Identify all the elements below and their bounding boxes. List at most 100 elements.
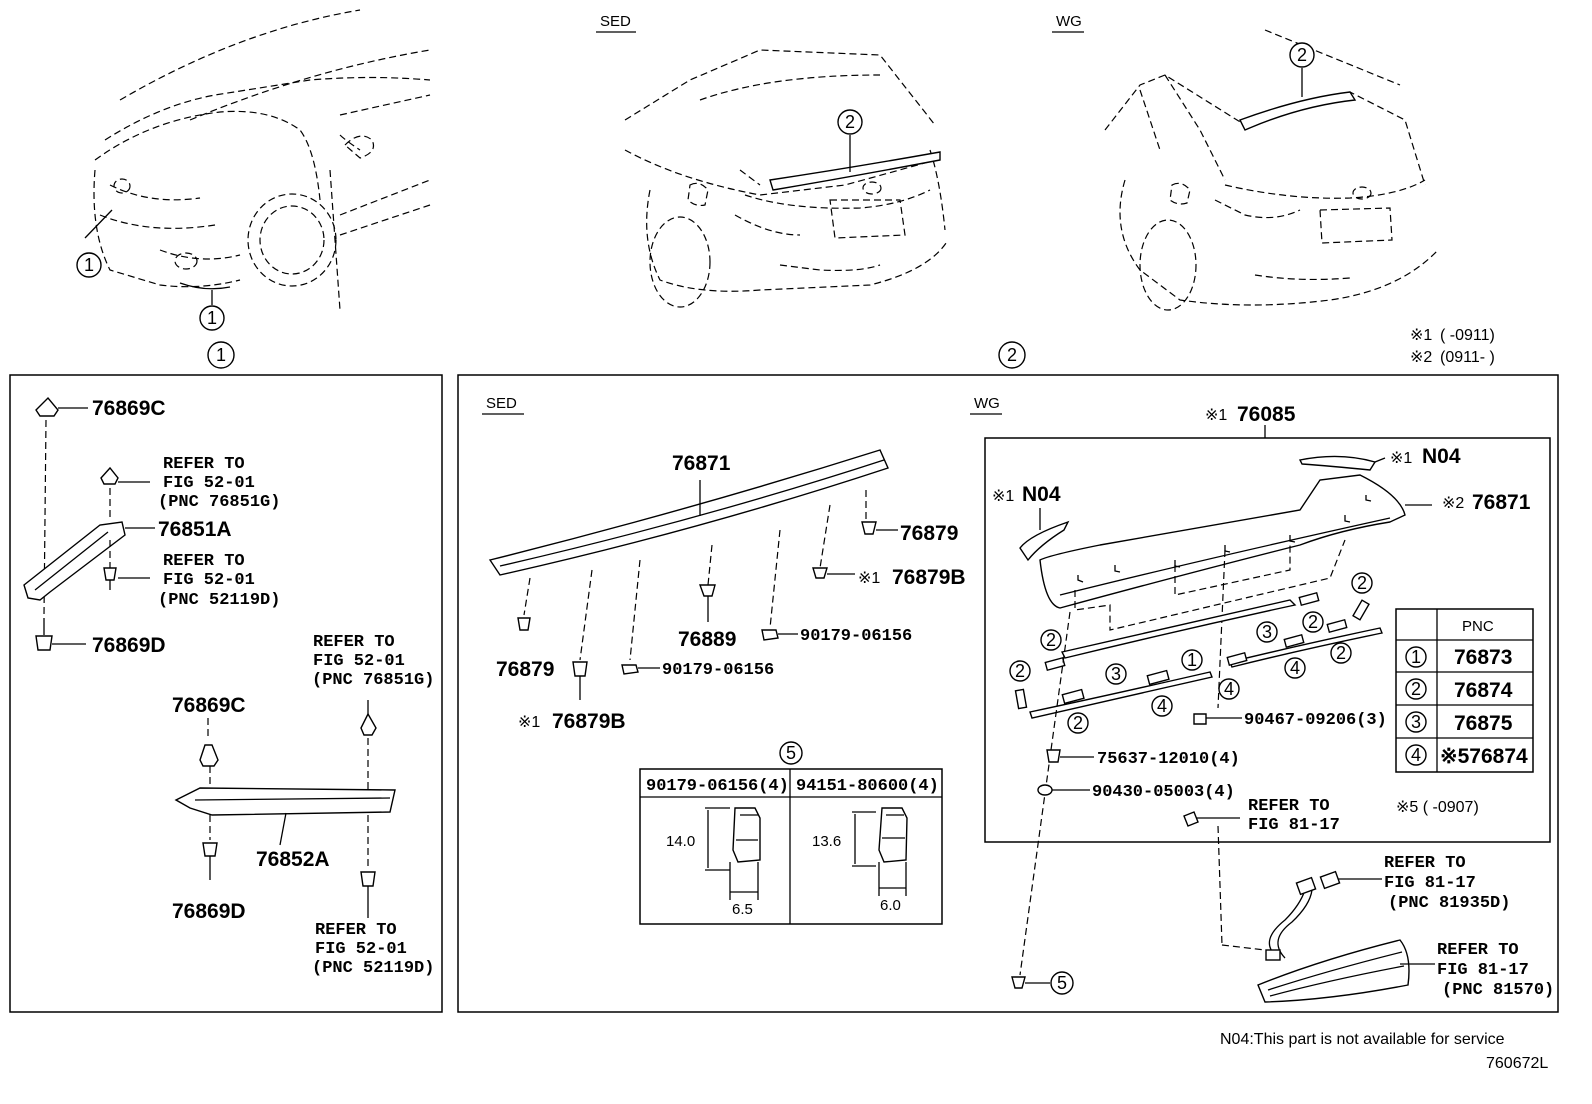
part-76085: 76085 (1237, 403, 1296, 426)
wg-circled-numbers: 2 2 3 2 4 1 2 2 3 4 4 2 (1009, 572, 1373, 734)
svg-text:2: 2 (1336, 643, 1346, 663)
svg-text:5: 5 (786, 743, 796, 763)
note-5: ※5 ( -0907) (1396, 799, 1479, 816)
callout-1-front-bottom: 1 (199, 305, 225, 331)
svg-text:1: 1 (1411, 647, 1421, 667)
detail-col1-dim-h: 14.0 (666, 833, 695, 850)
wg-refer-2-line-1: REFER TO (1384, 854, 1466, 873)
svg-text:4: 4 (1224, 679, 1234, 699)
part-90467-09206: 90467-09206(3) (1244, 711, 1387, 730)
refer-4-line-1: REFER TO (315, 921, 397, 940)
svg-text:2: 2 (1357, 573, 1367, 593)
wg-refer-3-line-1: REFER TO (1437, 941, 1519, 960)
refer-1-line-1: REFER TO (163, 455, 245, 474)
refer-1-line-2: FIG 52-01 (163, 474, 255, 493)
part-76851a: 76851A (158, 518, 232, 541)
callout-5-detail: 5 (779, 741, 803, 765)
wg-refer-2-line-2: FIG 81-17 (1384, 874, 1476, 893)
pnc-row-1: 1 76873 (1405, 646, 1512, 669)
svg-text:2: 2 (1308, 612, 1318, 632)
svg-text:1: 1 (207, 308, 217, 328)
part-90179-06156-right: 90179-06156 (800, 627, 912, 646)
note-1-mark-76879b-right: ※1 (858, 570, 880, 587)
detail-col1-dim-w: 6.5 (732, 901, 753, 918)
svg-text:4: 4 (1290, 658, 1300, 678)
note-2-range: (0911- ) (1440, 349, 1495, 366)
svg-text:3: 3 (1262, 622, 1272, 642)
detail-5-table: 90179-06156(4) 94151-80600(4) 14.0 6.5 1… (639, 768, 943, 925)
part-76869d-bottom: 76869D (172, 900, 246, 923)
wg-refer-1-line-2: FIG 81-17 (1248, 816, 1340, 835)
panel-1-frame (9, 374, 443, 1013)
sedan-rear-view (624, 49, 949, 308)
refer-3-line-2: FIG 52-01 (313, 652, 405, 671)
svg-text:2: 2 (1297, 45, 1307, 65)
callout-2-wagon: 2 (1289, 42, 1315, 68)
section-callout-2: 2 (998, 341, 1026, 369)
wg-assembly-frame (984, 437, 1551, 843)
pnc-row-3-value: 76875 (1454, 712, 1513, 735)
wg-part-labels: ※1 N04 ※1 N04 ※2 76871 90467-09206(3) 75… (992, 445, 1531, 802)
refer-4-line-2: FIG 52-01 (315, 940, 407, 959)
wg-refer-3-line-3: (PNC 81570) (1442, 981, 1554, 1000)
note-1-mark-76879b-left: ※1 (518, 714, 540, 731)
svg-text:5: 5 (1057, 973, 1067, 993)
callout-1-front-left: 1 (76, 252, 102, 278)
wg-refers-art (1011, 811, 1435, 1003)
refer-2-line-3: (PNC 52119D) (158, 591, 280, 610)
part-76869c-bottom: 76869C (172, 694, 246, 717)
refer-1-line-3: (PNC 76851G) (158, 493, 280, 512)
svg-text:2: 2 (1007, 345, 1017, 365)
panel-2-wg-tag: WG (974, 395, 1000, 412)
part-n04-left: N04 (1022, 483, 1061, 506)
note-2-mark: ※2 (1410, 349, 1432, 366)
part-76852a: 76852A (256, 848, 330, 871)
part-90179-06156-left: 90179-06156 (662, 661, 774, 680)
wg-spoiler-art (1014, 455, 1432, 976)
note-1-mark-n04-right: ※1 (1390, 450, 1412, 467)
part-76879b-right: 76879B (892, 566, 966, 589)
svg-text:2: 2 (1073, 713, 1083, 733)
svg-text:3: 3 (1111, 664, 1121, 684)
sed-spoiler-art (488, 449, 898, 700)
wg-view-tag: WG (1056, 13, 1082, 30)
sed-view-tag: SED (600, 13, 631, 30)
pnc-table: PNC 1 76873 2 76874 3 76875 4 ※576874 (1395, 608, 1534, 773)
panel-2-frame (457, 374, 1559, 1013)
refer-3-line-3: (PNC 76851G) (312, 671, 434, 690)
wg-refer-3-line-2: FIG 81-17 (1437, 961, 1529, 980)
part-76869c-top: 76869C (92, 397, 166, 420)
svg-text:4: 4 (1411, 745, 1421, 765)
front-car-view (84, 9, 431, 311)
part-75637-12010: 75637-12010(4) (1097, 750, 1240, 769)
svg-text:1: 1 (84, 255, 94, 275)
part-76869d-top: 76869D (92, 634, 166, 657)
part-76889: 76889 (678, 628, 736, 651)
wagon-rear-view (1104, 29, 1439, 311)
callout-2-sedan: 2 (837, 109, 863, 135)
refer-3-line-1: REFER TO (313, 633, 395, 652)
detail-col1-header: 90179-06156(4) (646, 777, 789, 796)
detail-col2-dim-w: 6.0 (880, 897, 901, 914)
footer-figure-id: 760672L (1486, 1055, 1548, 1072)
part-76871-sed: 76871 (672, 452, 731, 475)
pnc-row-4: 4 ※576874 (1405, 744, 1528, 768)
refer-2-line-1: REFER TO (163, 552, 245, 571)
wg-refer-2-line-3: (PNC 81935D) (1388, 894, 1510, 913)
pnc-table-header: PNC (1462, 618, 1494, 635)
svg-text:1: 1 (216, 345, 226, 365)
note-1-mark-76085: ※1 (1205, 407, 1227, 424)
svg-text:4: 4 (1157, 696, 1167, 716)
part-76871-wg: 76871 (1472, 491, 1531, 514)
note-1-mark-n04-left: ※1 (992, 488, 1014, 505)
panel-1-labels: 76869C REFER TO FIG 52-01 (PNC 76851G) 7… (92, 397, 434, 978)
refer-4-line-3: (PNC 52119D) (312, 959, 434, 978)
callout-5-wg: 5 (1050, 971, 1074, 995)
pnc-row-3: 3 76875 (1405, 711, 1513, 735)
section-callout-1: 1 (207, 341, 235, 369)
panel-2-sed-tag: SED (486, 395, 517, 412)
footer-n04-note: N04:This part is not available for servi… (1220, 1031, 1505, 1048)
wg-refers-labels: REFER TO FIG 81-17 REFER TO FIG 81-17 (P… (1248, 797, 1554, 1000)
detail-col2-header: 94151-80600(4) (796, 777, 939, 796)
